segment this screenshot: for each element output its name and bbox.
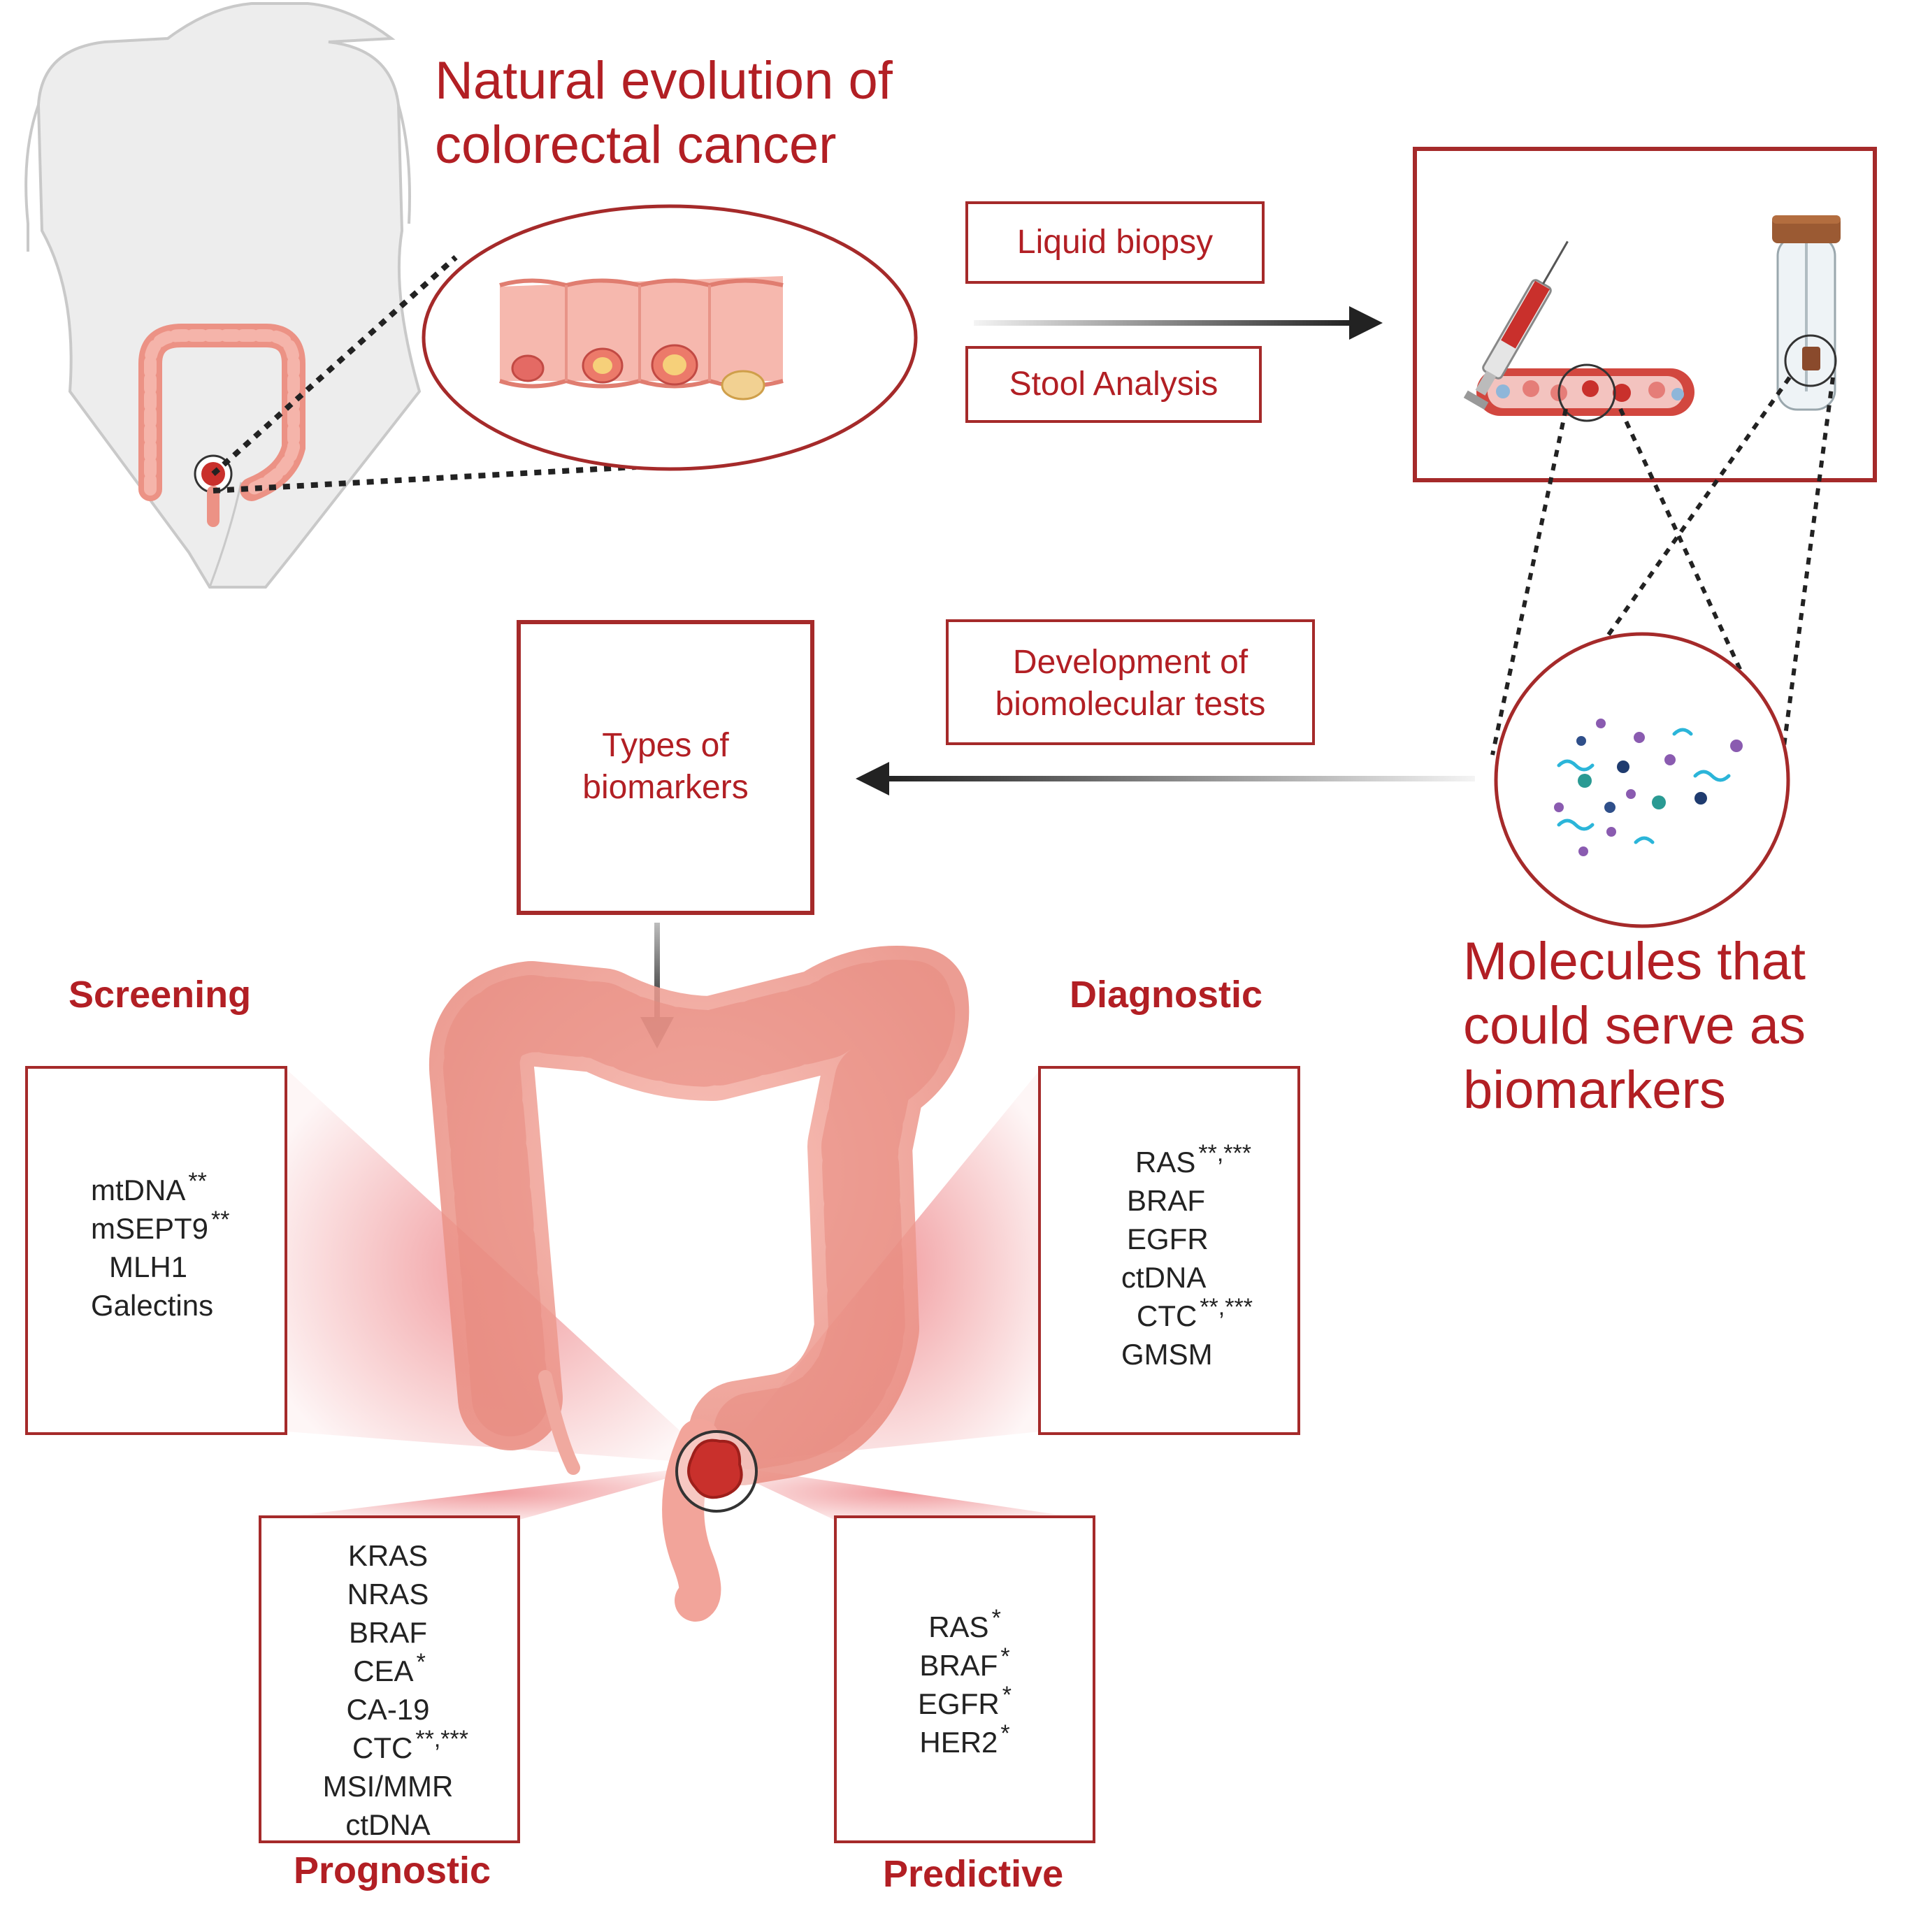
molecules-line2: could serve as [1463, 996, 1806, 1055]
prognostic-item: CTC**,*** [352, 1726, 468, 1764]
main-title-line1: Natural evolution of [435, 51, 893, 110]
prognostic-item: CEA* [353, 1649, 426, 1687]
liquid-biopsy-box: Liquid biopsy [965, 201, 1265, 284]
zoom-lines-body [211, 255, 637, 493]
molecules-line1: Molecules that [1463, 932, 1806, 991]
molecules-line3: biomarkers [1463, 1060, 1726, 1120]
screening-item: MLH1 [109, 1250, 188, 1283]
sample-collection-illustration [1413, 147, 1877, 482]
predictive-list: RAS* BRAF* EGFR* HER2* [837, 1605, 1093, 1763]
arrow-to-samples [974, 306, 1383, 340]
diagnostic-item: ctDNA [1121, 1261, 1207, 1294]
main-title-line2: colorectal cancer [435, 115, 837, 175]
diagnostic-item: RAS**,*** [1135, 1140, 1251, 1178]
predictive-box: RAS* BRAF* EGFR* HER2* [834, 1515, 1095, 1843]
diagnostic-heading: Diagnostic [1070, 974, 1263, 1016]
main-title: Natural evolution of colorectal cancer [435, 49, 893, 178]
screening-list: mtDNA** mSEPT9** MLH1 Galectins [91, 1168, 230, 1326]
diagnostic-item: BRAF [1127, 1184, 1206, 1217]
development-box: Development of biomolecular tests [946, 619, 1315, 745]
development-line1: Development of [1012, 644, 1248, 681]
diagnostic-item: GMSM [1121, 1338, 1213, 1371]
types-line2: biomarkers [582, 769, 749, 806]
stool-analysis-box: Stool Analysis [965, 346, 1262, 423]
colon-illustration [429, 946, 970, 1622]
molecules-circle [1494, 632, 1790, 928]
diagnostic-item: CTC**,*** [1137, 1294, 1253, 1332]
diagnostic-list: RAS**,*** BRAF EGFR ctDNA CTC**,*** GMSM [1121, 1140, 1253, 1375]
prognostic-item: ctDNA [345, 1808, 431, 1841]
diagnostic-item: EGFR [1127, 1223, 1209, 1255]
stool-analysis-label: Stool Analysis [1009, 366, 1218, 403]
molecules-caption: Molecules that could serve as biomarkers [1463, 930, 1806, 1123]
liquid-biopsy-label: Liquid biopsy [1016, 224, 1214, 261]
predictive-heading: Predictive [883, 1853, 1064, 1895]
prognostic-box: KRAS NRAS BRAF CEA* CA-19 CTC**,*** MSI/… [259, 1515, 520, 1843]
prognostic-item: CA-19 [346, 1693, 430, 1726]
screening-item: Galectins [91, 1289, 214, 1322]
prognostic-item: KRAS [347, 1539, 429, 1572]
screening-box: mtDNA** mSEPT9** MLH1 Galectins [25, 1066, 287, 1435]
prognostic-item: BRAF [348, 1616, 427, 1649]
zoom-lines-molecules [1490, 376, 1835, 784]
biomarker-types-box: Types of biomarkers [517, 620, 814, 915]
prognostic-item: MSI/MMR [322, 1770, 454, 1803]
predictive-item: RAS* [928, 1605, 1001, 1643]
screening-item: mSEPT9** [91, 1206, 230, 1245]
predictive-item: BRAF* [919, 1643, 1010, 1682]
intestine-cross-section [422, 204, 918, 471]
types-line1: Types of [602, 727, 729, 764]
screening-heading: Screening [69, 974, 252, 1016]
prognostic-item: NRAS [347, 1578, 429, 1610]
human-body-illustration [24, 2, 422, 589]
prognostic-heading: Prognostic [294, 1850, 491, 1891]
development-line2: biomolecular tests [995, 686, 1266, 723]
arrow-to-biomarker-types [856, 762, 1475, 795]
prognostic-list: KRAS NRAS BRAF CEA* CA-19 CTC**,*** MSI/… [261, 1538, 517, 1845]
predictive-item: HER2* [919, 1720, 1010, 1759]
screening-item: mtDNA** [91, 1168, 207, 1206]
diagnostic-box: RAS**,*** BRAF EGFR ctDNA CTC**,*** GMSM [1038, 1066, 1300, 1435]
predictive-item: EGFR* [918, 1682, 1012, 1720]
